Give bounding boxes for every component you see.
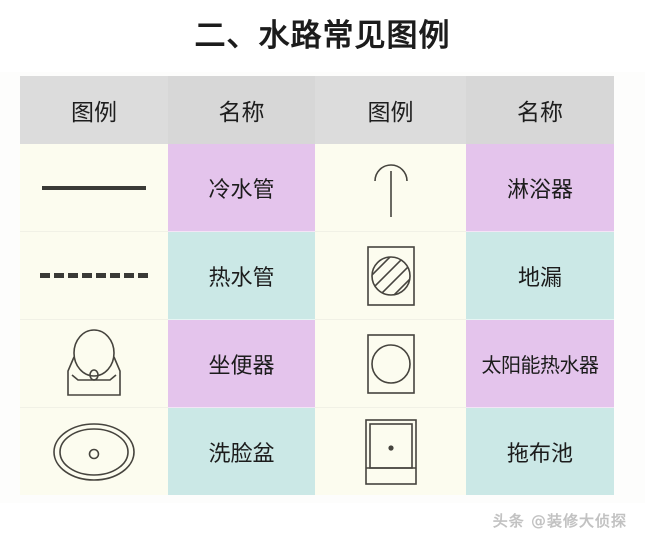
symbol-cell-toilet [20, 319, 168, 408]
page-title: 二、水路常见图例 [194, 17, 451, 54]
symbol-cell-mop-sink [315, 407, 466, 495]
header-symbol-left: 图例 [20, 76, 168, 144]
symbol-cell-shower [315, 144, 466, 232]
table-row: 热水管 [20, 231, 614, 320]
table-row: 冷水管 淋浴器 [20, 144, 614, 232]
shower-head-icon [373, 163, 408, 217]
mop-sink-icon [364, 418, 417, 485]
table-row: 坐便器 太阳能热水器 [20, 319, 614, 408]
page-title-bar: 二、水路常见图例 [0, 0, 645, 72]
symbol-cell-cold-water-pipe [20, 144, 168, 232]
legend-table-wrap: 图例 名称 图例 名称 冷水管 [20, 76, 614, 495]
header-symbol-right: 图例 [315, 76, 466, 144]
legend-table: 图例 名称 图例 名称 冷水管 [20, 76, 614, 495]
name-cell-shower: 淋浴器 [466, 144, 614, 232]
solar-heater-icon [366, 333, 415, 394]
name-cell-mop-sink: 拖布池 [466, 407, 614, 495]
bottom-strip [0, 503, 645, 543]
name-cell-floor-drain: 地漏 [466, 231, 614, 320]
symbol-cell-washbasin [20, 407, 168, 495]
name-cell-hot-water-pipe: 热水管 [168, 231, 315, 320]
toilet-icon [67, 328, 121, 396]
table-header-row: 图例 名称 图例 名称 [20, 76, 614, 144]
symbol-cell-solar-heater [315, 319, 466, 408]
name-cell-toilet: 坐便器 [168, 319, 315, 408]
table-row: 洗脸盆 拖布池 [20, 407, 614, 495]
header-name-right: 名称 [466, 76, 614, 144]
watermark: 头条 @装修大侦探 [492, 512, 627, 530]
name-cell-solar-heater: 太阳能热水器 [466, 319, 614, 408]
header-name-left: 名称 [168, 76, 315, 144]
washbasin-icon [53, 422, 135, 481]
symbol-cell-floor-drain [315, 231, 466, 320]
solid-line-icon [42, 185, 146, 190]
dashed-line-icon [40, 273, 148, 278]
name-cell-washbasin: 洗脸盆 [168, 407, 315, 495]
symbol-cell-hot-water-pipe [20, 231, 168, 320]
name-cell-cold-water-pipe: 冷水管 [168, 144, 315, 232]
floor-drain-icon [366, 245, 415, 306]
